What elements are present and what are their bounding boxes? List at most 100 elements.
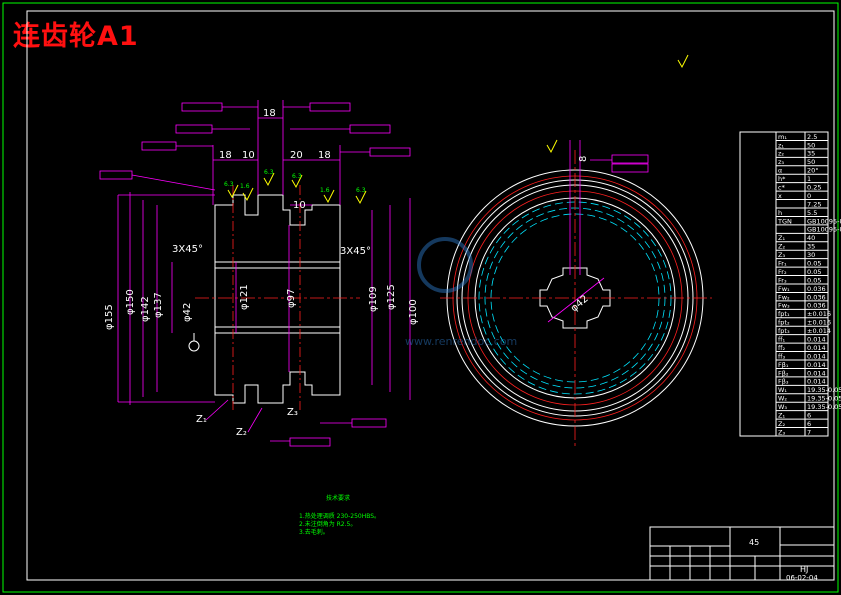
table-param-value: GB10095-88 (807, 217, 841, 225)
table-param-value: 35 (807, 150, 815, 158)
table-param-symbol: Fβ₃ (778, 378, 789, 386)
table-param-symbol: α (778, 167, 782, 175)
table-param-symbol: x (778, 192, 782, 200)
dia-142: φ142 (140, 296, 151, 322)
table-param-symbol: z₃ (778, 158, 784, 166)
dia-100: φ100 (408, 299, 419, 325)
table-param-symbol: ff₁ (778, 336, 785, 344)
dim-10-left: 10 (242, 150, 255, 161)
table-param-value: 0.014 (807, 361, 826, 369)
technical-notes: 技术要求 1.热处理调质 230-250HBS。 2.未注倒角为 R2.5。 3… (299, 494, 380, 536)
dim-8: 8 (578, 156, 589, 162)
watermark-logo: www.renrendoc.com (405, 237, 517, 348)
table-param-symbol: Fw₃ (778, 302, 790, 310)
table-param-value: 19.35-0.053 (807, 403, 841, 411)
table-param-value: 0.25 (807, 184, 821, 192)
table-param-value: 40 (807, 234, 815, 242)
table-param-symbol: Fβ₂ (778, 369, 789, 377)
label-z2: Z₂ (236, 427, 247, 438)
dim-10-mid: 10 (293, 200, 306, 211)
table-param-value: 1 (807, 175, 811, 183)
table-param-symbol: Fr₁ (778, 260, 787, 268)
ra-b: 1.6 (240, 183, 250, 190)
ra-a: 6.3 (224, 181, 234, 188)
dia-121: φ121 (239, 284, 250, 310)
table-param-value: 30 (807, 251, 815, 259)
table-param-symbol: Z₁ (778, 234, 785, 242)
table-param-symbol: fpt₃ (778, 327, 790, 335)
dia-137: φ137 (153, 292, 164, 318)
table-param-symbol: m₁ (778, 133, 787, 141)
table-param-value: 35 (807, 243, 815, 251)
table-param-symbol: fpt₁ (778, 310, 790, 318)
table-param-symbol: Z₁ (778, 412, 785, 420)
table-param-value: 0 (807, 192, 811, 200)
table-param-symbol: ff₂ (778, 344, 785, 352)
table-param-value: 0.014 (807, 336, 826, 344)
dia-150: φ150 (125, 289, 136, 315)
table-param-value: 0.036 (807, 302, 826, 310)
dim-18-left: 18 (219, 150, 232, 161)
ra-f: 6.3 (356, 187, 366, 194)
table-param-value: 50 (807, 141, 815, 149)
label-z3: Z₃ (287, 407, 298, 418)
inner-border (26, 10, 835, 581)
svg-text:www.renrendoc.com: www.renrendoc.com (405, 335, 517, 348)
dia-109: φ109 (368, 286, 379, 312)
dim-20: 20 (290, 150, 303, 161)
bore (214, 261, 341, 334)
table-param-symbol: h (778, 209, 782, 217)
table-param-value: 19.35-0.053 (807, 395, 841, 403)
section-view: 18 18 10 20 18 10 3X45° 3X45° φ155 φ150 … (99, 100, 419, 447)
table-param-symbol: z₁ (778, 141, 784, 149)
table-param-symbol: ff₃ (778, 352, 785, 360)
drawing-title: 连齿轮A1 (13, 21, 139, 52)
chamfer-left: 3X45° (172, 244, 203, 255)
table-param-symbol: c* (778, 184, 786, 192)
table-param-symbol: Z₃ (778, 428, 785, 436)
table-param-value: 6 (807, 412, 811, 420)
dia-42: φ42 (182, 303, 193, 322)
table-param-value: 0.014 (807, 369, 826, 377)
table-param-symbol: Z₂ (778, 420, 785, 428)
table-param-value: 0.036 (807, 293, 826, 301)
roughness-symbols (227, 172, 367, 205)
table-param-value: 0.05 (807, 268, 821, 276)
front-view: φ42 8 (440, 54, 712, 448)
drawing-date: 06-02-04 (786, 574, 818, 582)
dia-97: φ97 (286, 289, 297, 308)
table-param-symbol: Z₃ (778, 251, 785, 259)
table-param-value: 19.35-0.053 (807, 386, 841, 394)
ra-e: 1.6 (320, 187, 330, 194)
hatched-body (214, 194, 341, 404)
label-z1: Z₁ (196, 414, 207, 425)
note-3: 3.去毛刺。 (299, 528, 329, 536)
ra-d: 6.3 (292, 173, 302, 180)
table-param-value: ±0.016 (807, 310, 831, 318)
table-param-value: 7.25 (807, 200, 821, 208)
table-param-value: 2.5 (807, 133, 817, 141)
table-param-value: 0.05 (807, 276, 821, 284)
table-param-symbol: TGN (777, 217, 792, 225)
material: 45 (749, 538, 759, 547)
table-param-symbol: Fw₂ (778, 293, 790, 301)
spline-bore (539, 267, 611, 329)
table-param-value: 7 (807, 428, 811, 436)
drawing-no: HJ (800, 565, 808, 574)
table-param-symbol: Fβ₁ (778, 361, 789, 369)
chamfer-right: 3X45° (340, 246, 371, 257)
table-param-value: GB10095-88 (807, 226, 841, 234)
table-param-symbol: W₂ (778, 395, 787, 403)
tolerance-frames (99, 102, 411, 447)
table-param-value: 0.036 (807, 285, 826, 293)
table-param-symbol: Fr₃ (778, 276, 787, 284)
table-param-symbol: fpt₂ (778, 319, 790, 327)
table-param-symbol: Fw₁ (778, 285, 790, 293)
dia-125: φ125 (386, 284, 397, 310)
table-param-value: 20° (807, 167, 819, 175)
ra-c: 6.3 (264, 169, 274, 176)
table-param-value: ±0.014 (807, 327, 831, 335)
table-param-symbol: z₂ (778, 150, 784, 158)
